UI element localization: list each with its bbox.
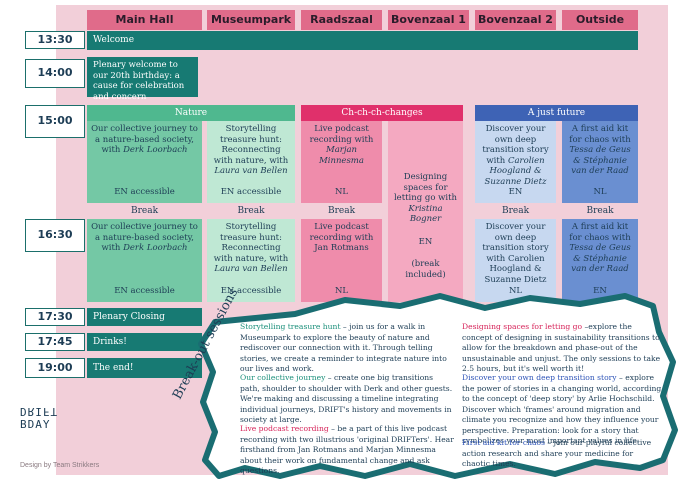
time-1745: 17:45 <box>25 333 85 351</box>
session-text: A first aid kit for chaos with <box>569 222 631 243</box>
note-title: Our collective journey <box>240 373 326 382</box>
the-end-block: The end! <box>87 358 202 378</box>
session-text: Storytelling treasure hunt: Reconnecting… <box>213 222 289 264</box>
language-label: EN <box>418 236 433 247</box>
session-collective-journey-1: Our collective journey to a nature-based… <box>87 121 202 203</box>
break-main-hall: Break <box>130 206 159 216</box>
note-body: – be a part of this live podcast recordi… <box>240 424 454 475</box>
session-text: Storytelling treasure hunt: Reconnecting… <box>213 124 289 166</box>
accessibility-label: EN accessible <box>220 186 282 197</box>
break-outside-court: Break <box>586 206 614 216</box>
language-label: NL <box>508 285 523 296</box>
accessibility-label: EN accessible <box>220 285 282 296</box>
session-collective-journey-2: Our collective journey to a nature-based… <box>87 219 202 302</box>
session-text: A first aid kit for chaos with <box>569 124 631 145</box>
speaker-name: Derk Loorbach <box>123 243 188 253</box>
note-body: – join our playful collective action res… <box>462 438 652 468</box>
wavy-border <box>198 293 678 479</box>
accessibility-label: EN accessible <box>114 186 175 197</box>
language-label: EN <box>593 285 607 296</box>
welcome-bar: Welcome <box>87 31 638 50</box>
note-body: – join us for a walk in Museumpark to ex… <box>240 322 447 373</box>
session-text: Our collective journey to a nature-based… <box>91 222 198 253</box>
header-bovenzaal-2: Bovenzaal 2 <box>475 10 556 30</box>
speaker-name: Derk Loorbach <box>123 145 188 155</box>
session-podcast-1: Live podcast recording with Marjan Minne… <box>301 121 382 203</box>
language-label: NL <box>334 285 349 296</box>
header-outside-court: Outside Court <box>562 10 638 46</box>
time-1900: 19:00 <box>25 358 85 378</box>
language-label: NL <box>593 186 607 197</box>
language-label: EN <box>508 186 523 197</box>
session-text: Designing spaces for letting go with <box>393 172 458 203</box>
breakout-sessions-panel <box>198 293 678 479</box>
note-podcast: Live podcast recording – be a part of th… <box>240 424 455 477</box>
note-body: – explore the power of stories in a chan… <box>462 373 662 445</box>
note-title: Live podcast recording <box>240 424 329 433</box>
session-treasure-hunt-1: Storytelling treasure hunt: Reconnecting… <box>207 121 295 203</box>
design-credit: Design by Team Strikkers <box>20 462 100 469</box>
plenary-closing-block: Plenary Closing <box>87 308 202 326</box>
header-museumpark: Museumpark <box>207 10 295 30</box>
note-treasure-hunt: Storytelling treasure hunt – join us for… <box>240 322 455 375</box>
note-title: Discover your own deep transition story <box>462 373 617 382</box>
language-label: NL <box>334 186 349 197</box>
break-museumpark: Break <box>237 206 265 216</box>
session-letting-go: Designing spaces for letting go with Kri… <box>388 121 463 302</box>
session-text: Discover your own deep transition story … <box>482 222 549 285</box>
speaker-name: Tessa de Geus & Stéphanie van der Raad <box>569 145 631 176</box>
note-body: – create one big transitions path, shoul… <box>240 373 453 424</box>
break-bovenzaal-2: Break <box>501 206 530 216</box>
session-first-aid-1: A first aid kit for chaos with Tessa de … <box>562 121 638 203</box>
session-text: Discover your own deep transition story … <box>482 124 549 166</box>
session-deep-transition-2: Discover your own deep transition story … <box>475 219 556 302</box>
drinks-block: Drinks! <box>87 333 202 351</box>
session-podcast-2: Live podcast recording with Jan Rotmans … <box>301 219 382 302</box>
logo-line-2: BDAY <box>20 418 51 431</box>
speaker-name: Laura van Bellen <box>214 264 288 274</box>
time-1630: 16:30 <box>25 219 85 252</box>
speaker-name: Marjan Minnesma <box>319 145 364 166</box>
time-1330: 13:30 <box>25 31 85 49</box>
session-deep-transition-1: Discover your own deep transition story … <box>475 121 556 203</box>
note-collective-journey: Our collective journey – create one big … <box>240 373 455 426</box>
note-body: –explore the concept of designing in sus… <box>462 322 661 373</box>
session-text: Our collective journey to a nature-based… <box>91 124 198 155</box>
time-1400: 14:00 <box>25 59 85 88</box>
header-main-hall: Main Hall <box>87 10 202 30</box>
plenary-welcome-block: Plenary welcome to our 20th birthday: a … <box>87 57 198 102</box>
accessibility-label: EN accessible <box>114 285 175 296</box>
session-treasure-hunt-2: Storytelling treasure hunt: Reconnecting… <box>207 219 295 302</box>
break-included-note: (break included) <box>405 259 446 280</box>
session-first-aid-2: A first aid kit for chaos with Tessa de … <box>562 219 638 302</box>
logo-line-1: DRIFT <box>20 405 59 418</box>
header-raadszaal: Raadszaal <box>301 10 382 30</box>
theme-changes: Ch-ch-ch-changes <box>301 105 463 121</box>
break-raadszaal: Break <box>327 206 356 216</box>
note-title: First aid kit for chaos <box>462 438 545 447</box>
time-1500: 15:00 <box>25 105 85 138</box>
drift-logo: DRIFT BDAY <box>20 405 80 445</box>
theme-nature: Nature <box>87 105 295 121</box>
session-text: Live podcast recording with <box>309 124 374 145</box>
header-bovenzaal-1: Bovenzaal 1 <box>388 10 469 30</box>
note-deep-transition: Discover your own deep transition story … <box>462 373 662 447</box>
session-text: Live podcast recording with Jan Rotmans <box>309 222 374 253</box>
speaker-name: Tessa de Geus & Stéphanie van der Raad <box>569 243 631 274</box>
note-letting-go: Designing spaces for letting go –explore… <box>462 322 662 375</box>
time-1730: 17:30 <box>25 308 85 326</box>
speaker-name: Kristina Bogner <box>408 203 443 225</box>
note-title: Storytelling treasure hunt <box>240 322 341 331</box>
note-first-aid: First aid kit for chaos – join our playf… <box>462 438 662 470</box>
note-title: Designing spaces for letting go <box>462 322 583 331</box>
theme-just-future: A just future <box>475 105 638 121</box>
speaker-name: Laura van Bellen <box>214 166 288 176</box>
speaker-name: Carolien Hoogland & Suzanne Dietz <box>484 155 547 187</box>
